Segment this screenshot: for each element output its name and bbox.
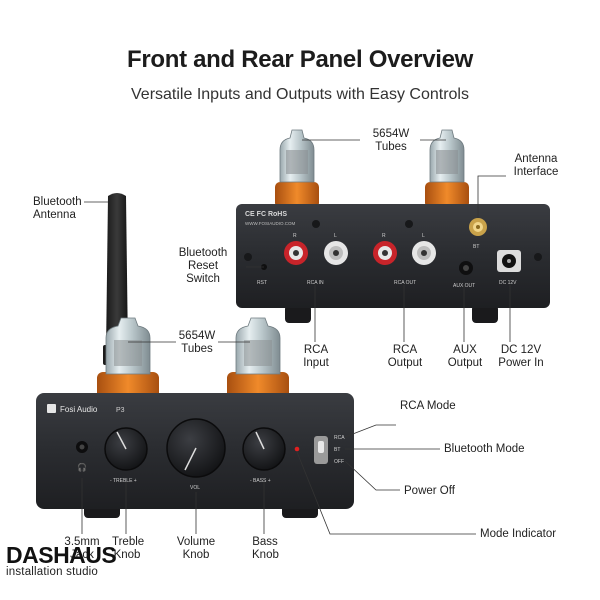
rear-l2: L	[422, 233, 425, 239]
aux-out-jack[interactable]	[459, 261, 473, 275]
watermark-brand-a: DAS	[6, 542, 54, 568]
vol-label-text: VOL	[190, 485, 200, 491]
rear-r1: R	[293, 233, 297, 239]
rear-rst-text: RST	[257, 280, 267, 286]
rear-l1: L	[334, 233, 337, 239]
page-subtitle: Versatile Inputs and Outputs with Easy C…	[131, 86, 469, 103]
rear-foot-right	[472, 305, 498, 323]
rear-foot-left	[285, 305, 311, 323]
mode-indicator-led	[294, 446, 300, 452]
brand-logo-icon	[47, 404, 56, 413]
front-tube-right	[227, 317, 289, 400]
bass-label-text: - BASS +	[250, 478, 271, 484]
front-brand-text: Fosi Audio	[60, 405, 98, 414]
page-title: Front and Rear Panel Overview	[126, 46, 474, 73]
rear-dc-text: DC 12V	[499, 280, 517, 286]
mode-toggle-switch[interactable]	[314, 436, 328, 464]
rear-website-text: WWW.FOSIAUDIO.COM	[245, 221, 295, 226]
rear-tube-right	[425, 129, 469, 208]
rear-leader-lines	[246, 139, 511, 342]
dashaus-watermark: DASHAUS installation studio	[6, 542, 117, 578]
rca-in-r-jack[interactable]	[284, 241, 308, 265]
rear-cert-text: CE FC RoHS	[245, 211, 287, 218]
headphone-icon: 🎧	[77, 462, 87, 472]
rear-bt-text: BT	[473, 244, 479, 250]
volume-knob[interactable]	[166, 418, 226, 478]
switch-off-text: OFF	[334, 459, 344, 465]
rear-rca-out-text: RCA OUT	[394, 280, 416, 286]
dc-power-jack[interactable]	[497, 250, 521, 272]
antenna-connector[interactable]	[469, 218, 487, 236]
rca-out-r-jack[interactable]	[373, 241, 397, 265]
bluetooth-mode-callout: Bluetooth Mode	[444, 443, 525, 455]
watermark-tagline: installation studio	[6, 566, 99, 578]
rca-in-l-jack[interactable]	[324, 241, 348, 265]
front-leader-lines	[81, 201, 476, 535]
switch-rca-text: RCA	[334, 435, 345, 441]
rca-mode-callout: RCA Mode	[400, 400, 456, 412]
watermark-brand-b: HAUS	[53, 542, 117, 568]
rear-rca-in-text: RCA IN	[307, 280, 324, 286]
rear-screw	[534, 253, 542, 261]
rear-r2: R	[382, 233, 386, 239]
treble-knob[interactable]	[104, 427, 148, 471]
headphone-jack[interactable]	[76, 441, 88, 453]
rear-screw	[244, 253, 252, 261]
power-off-callout: Power Off	[404, 485, 455, 497]
bass-knob[interactable]	[242, 427, 286, 471]
rear-screw	[312, 220, 320, 228]
front-model-text: P3	[116, 407, 125, 414]
rca-out-l-jack[interactable]	[412, 241, 436, 265]
switch-bt-text: BT	[334, 447, 340, 453]
treble-label-text: - TREBLE +	[110, 478, 137, 484]
rear-screw	[405, 220, 413, 228]
mode-indicator-callout: Mode Indicator	[480, 528, 557, 540]
rear-tube-left	[275, 129, 319, 208]
